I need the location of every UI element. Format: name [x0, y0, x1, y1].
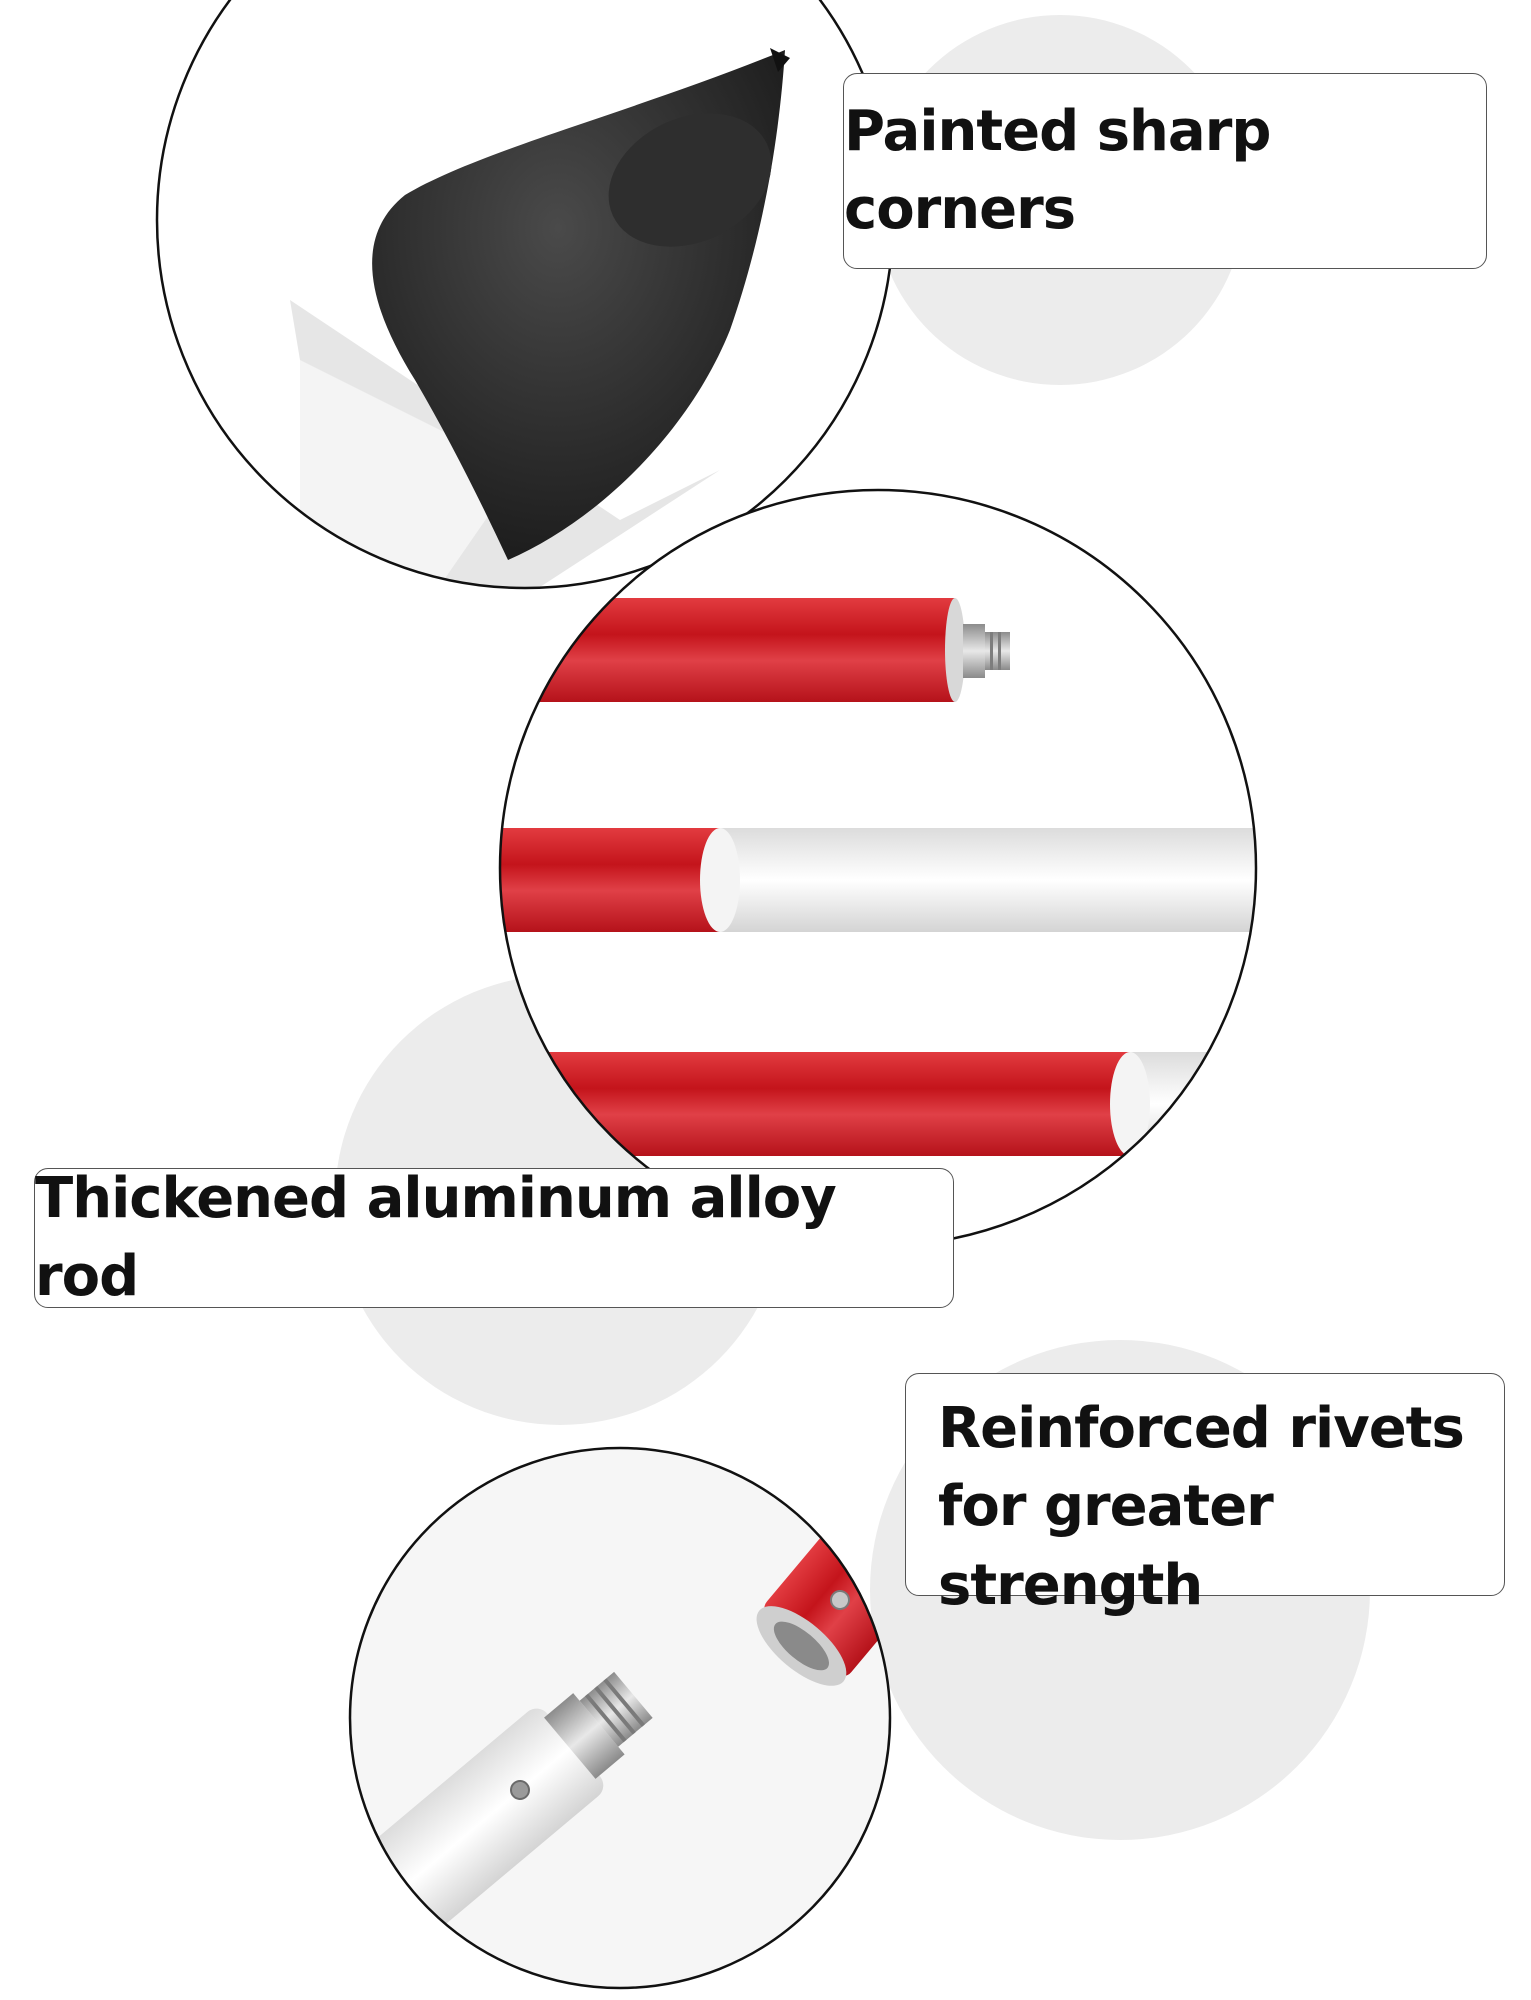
- callout-reinforced-rivets: Reinforced rivets for greater strength: [905, 1373, 1505, 1618]
- rod-middle-icon: [500, 828, 1256, 932]
- tip-detail-circle: [155, 0, 895, 590]
- black-tip-icon: [372, 48, 790, 560]
- callout-bottom-line2: for greater strength: [938, 1474, 1274, 1618]
- callout-top-text: Painted sharp corners: [844, 98, 1271, 242]
- rivet-detail-circle: [348, 1446, 892, 1990]
- white-connector-icon: [360, 1671, 653, 1936]
- callout-bottom-line1: Reinforced rivets: [938, 1396, 1465, 1461]
- callout-painted-sharp-corners: Painted sharp corners: [843, 73, 1487, 269]
- rod-top-icon: [500, 598, 1010, 702]
- callout-thickened-rod: Thickened aluminum alloy rod: [34, 1166, 954, 1309]
- callout-middle-text: Thickened aluminum alloy rod: [35, 1165, 837, 1309]
